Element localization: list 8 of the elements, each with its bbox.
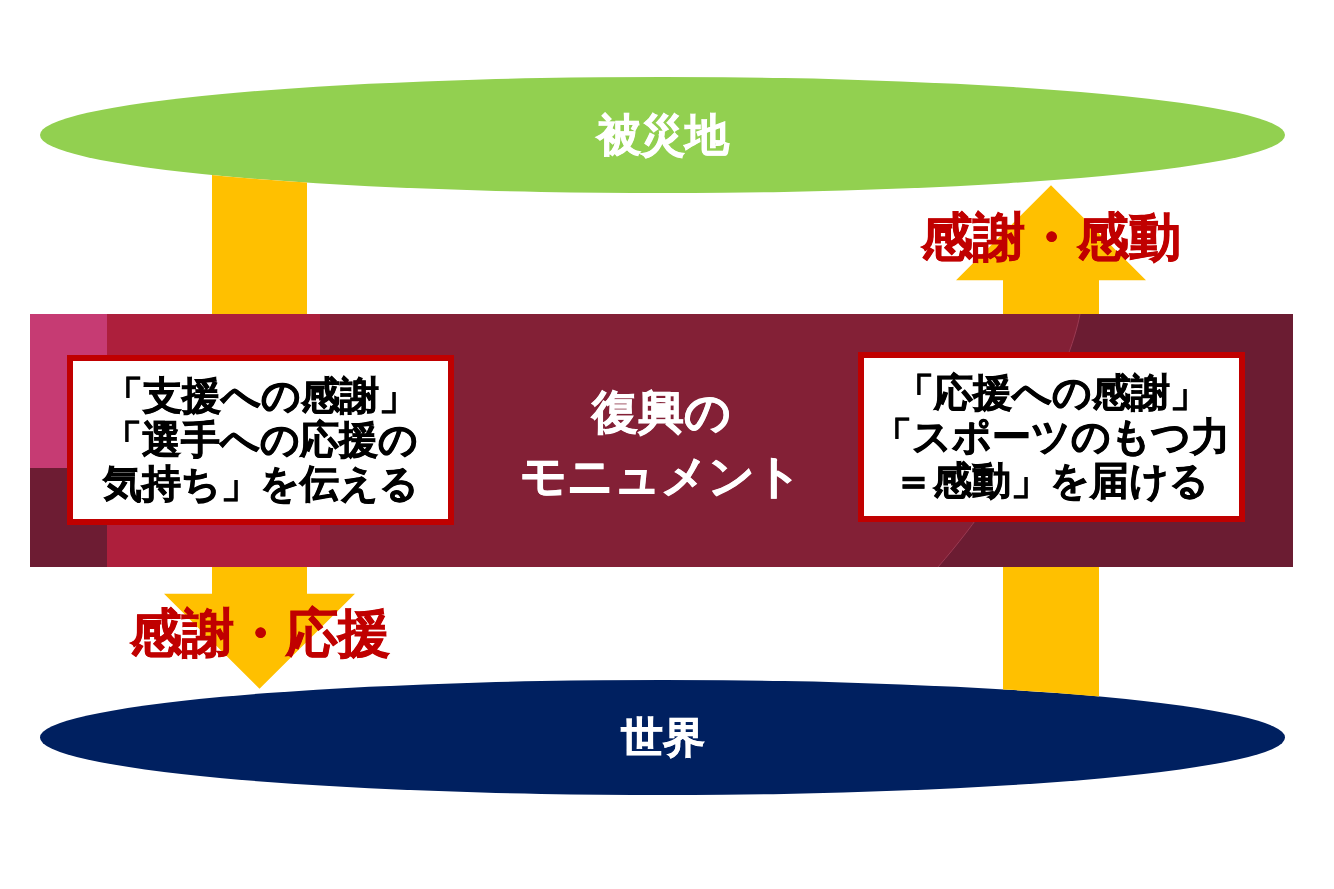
banner (30, 314, 1293, 567)
arrow (1003, 567, 1099, 697)
ellipse: 世界 (40, 680, 1285, 795)
ellipse: 被災地 (40, 77, 1285, 193)
text-box: 「支援への感謝」「選手への応援の気持ち」を伝える (67, 355, 454, 525)
banner-title: 復興のモニュメント (520, 385, 802, 504)
arrow (212, 175, 307, 314)
text-box: 「応援への感謝」「スポーツのもつ力＝感動」を届ける (858, 352, 1245, 522)
